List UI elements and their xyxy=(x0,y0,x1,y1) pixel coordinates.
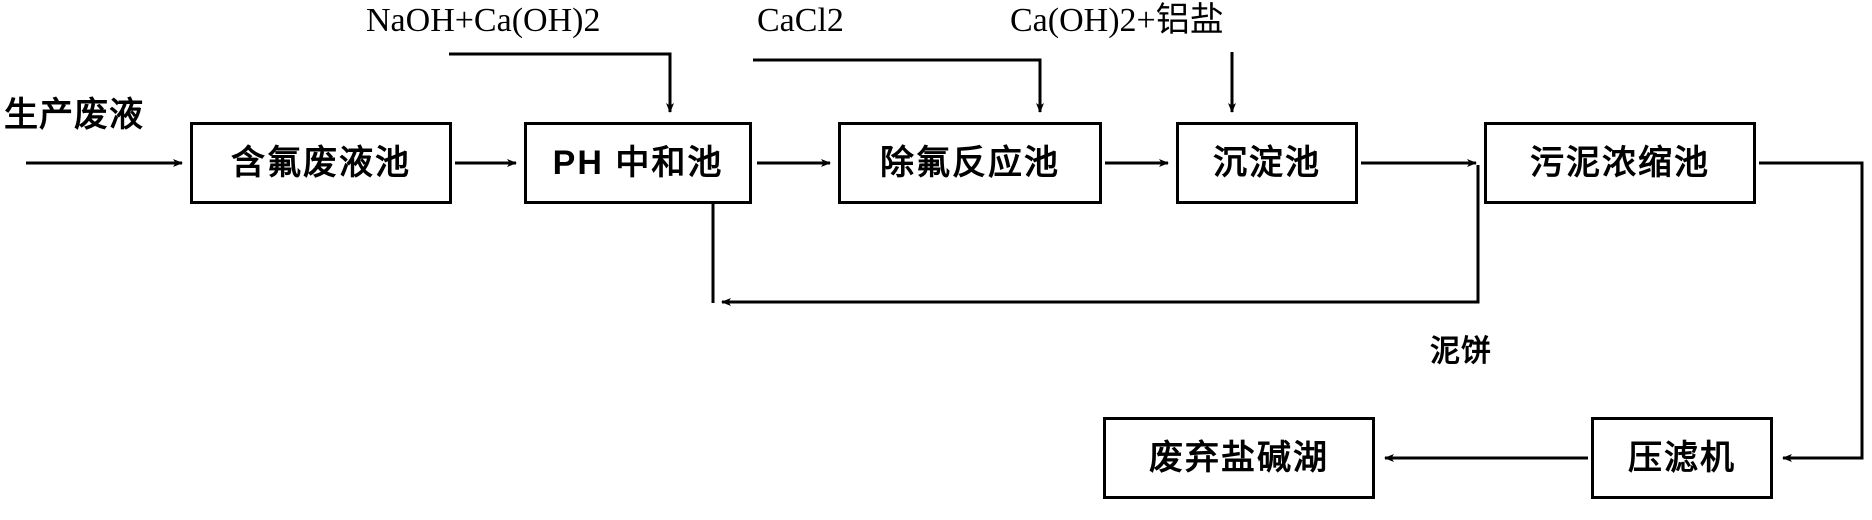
node-label-tank-sludge-thickener: 污泥浓缩池 xyxy=(1530,144,1710,182)
node-tank-fluoride-waste[interactable]: 含氟废液池 xyxy=(190,122,452,204)
node-unit-waste-salt-lake[interactable]: 废弃盐碱湖 xyxy=(1103,417,1375,499)
connector-reagent-1-dosing xyxy=(449,52,674,113)
node-label-tank-defluorination: 除氟反应池 xyxy=(880,144,1060,182)
label-sludge-cake: 泥饼 xyxy=(1430,335,1492,368)
label-reagent-1: NaOH+Ca(OH)2 xyxy=(366,2,601,39)
node-label-tank-ph-neutralize: PH 中和池 xyxy=(552,144,724,182)
connector-reagent-2-dosing xyxy=(753,58,1044,113)
node-tank-defluorination[interactable]: 除氟反应池 xyxy=(838,122,1102,204)
node-label-tank-sedimentation: 沉淀池 xyxy=(1213,144,1321,182)
label-reagent-2: CaCl2 xyxy=(757,2,844,39)
connector-return-sludge-loop xyxy=(721,165,1480,306)
node-tank-sedimentation[interactable]: 沉淀池 xyxy=(1176,122,1358,204)
node-label-unit-waste-salt-lake: 废弃盐碱湖 xyxy=(1149,439,1329,477)
node-label-unit-filter-press: 压滤机 xyxy=(1628,439,1736,477)
node-label-tank-fluoride-waste: 含氟废液池 xyxy=(231,144,411,182)
label-reagent-3: Ca(OH)2+铝盐 xyxy=(1010,2,1224,39)
node-unit-filter-press[interactable]: 压滤机 xyxy=(1591,417,1773,499)
node-tank-ph-neutralize[interactable]: PH 中和池 xyxy=(524,122,752,204)
label-inlet-stream: 生产废液 xyxy=(4,96,144,134)
connector-thickener-to-filter-press xyxy=(1759,161,1864,462)
node-tank-sludge-thickener[interactable]: 污泥浓缩池 xyxy=(1484,122,1756,204)
